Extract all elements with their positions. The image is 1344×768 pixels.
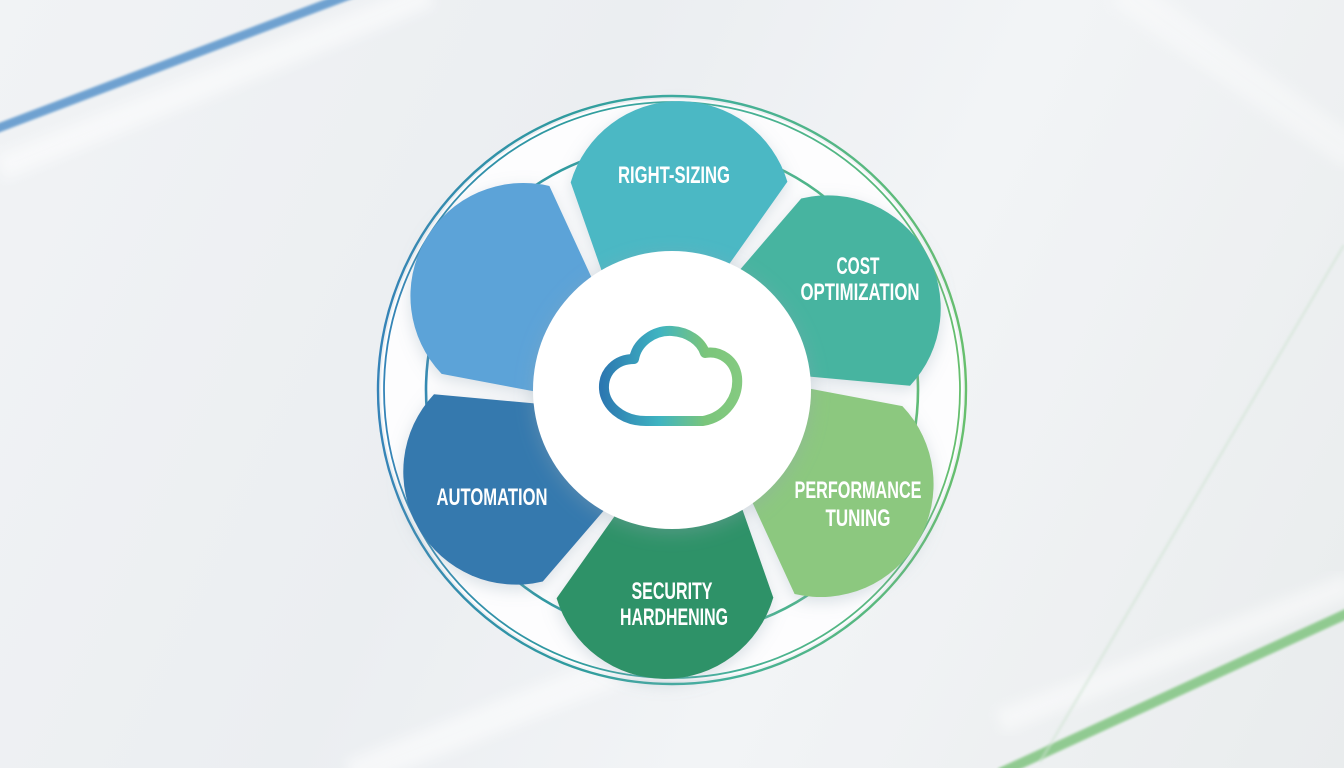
label-cost-line1: COST [837,253,880,280]
label-security-line2: HARDHENING [620,604,728,631]
label-performance-line2: TUNING [826,505,891,532]
petal-right-sizing [570,101,788,276]
cloud-icon [599,325,743,426]
label-security-line1: SECURITY [632,578,713,605]
label-cost-line2: OPTIMIZATION [801,279,920,306]
diagram-outer-ring [376,94,968,686]
petal-security-hardhening [556,504,774,679]
background-accent-line-green-faint [1038,244,1344,763]
label-automation: AUTOMATION [437,484,548,511]
center-circle [533,251,811,529]
background-accent-line-green [998,609,1344,768]
petal-labels: RIGHT-SIZING COST OPTIMIZATION PERFORMAN… [437,162,922,631]
background-accent-line-blue [0,0,350,133]
label-right-sizing: RIGHT-SIZING [618,162,730,189]
label-performance-line1: PERFORMANCE [795,477,922,504]
